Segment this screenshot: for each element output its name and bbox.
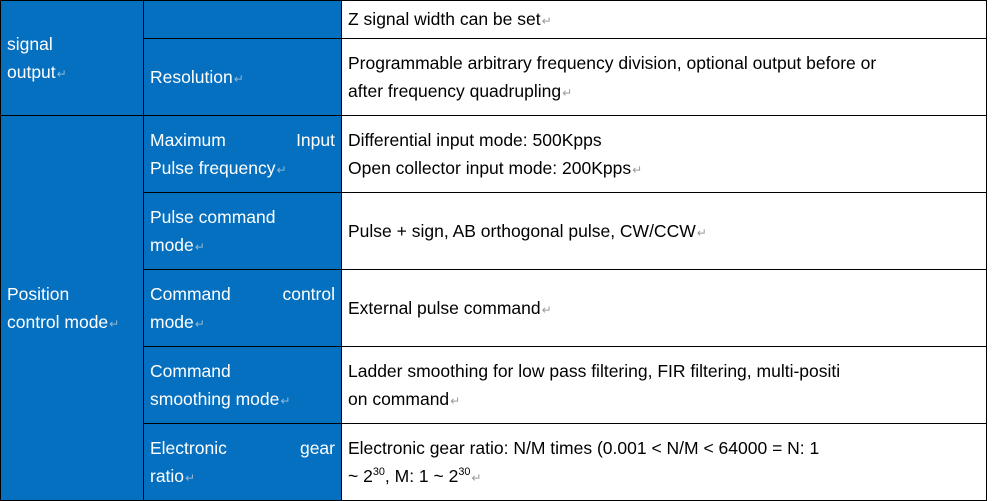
value-line: Electronic gear ratio: N/M times (0.001 …: [348, 437, 820, 458]
paragraph-mark-icon: ↵: [632, 163, 643, 177]
paragraph-mark-icon: ↵: [280, 394, 291, 408]
group-header-line-1: Position: [7, 283, 70, 304]
paragraph-mark-icon: ↵: [541, 14, 552, 29]
value-line: External pulse command↵: [348, 297, 552, 318]
label-line: Maximum Input: [150, 129, 335, 150]
label-line: mode↵: [150, 312, 205, 332]
label-line: smoothing mode↵: [150, 389, 291, 409]
label-line: Electronic gear: [150, 437, 335, 458]
row-label-resolution: Resolution↵: [143, 38, 342, 116]
group-header-line-2: output↵: [7, 62, 67, 82]
row-label-electronic-gear-ratio: Electronic gear ratio↵: [143, 423, 342, 501]
row-value-max-input-pulse-frequency: Differential input mode: 500Kpps Open co…: [341, 115, 987, 193]
value-line: ~ 230, M: 1 ~ 230↵: [348, 462, 980, 490]
table-row: Command control mode↵ External pulse com…: [1, 269, 987, 347]
paragraph-mark-icon: ↵: [194, 317, 205, 331]
paragraph-mark-icon: ↵: [56, 67, 67, 81]
value-line: Z signal width can be set↵: [348, 9, 552, 30]
paragraph-mark-icon: ↵: [194, 240, 205, 254]
row-value-resolution: Programmable arbitrary frequency divisio…: [341, 38, 987, 116]
label-line: Command: [150, 360, 231, 381]
row-label-max-input-pulse-frequency: Maximum Input Pulse frequency↵: [143, 115, 342, 193]
row-value-pulse-command-mode: Pulse + sign, AB orthogonal pulse, CW/CC…: [341, 192, 987, 270]
row-label-command-smoothing-mode: Command smoothing mode↵: [143, 346, 342, 424]
label-line: Pulse frequency↵: [150, 158, 287, 178]
group-header-position-control-mode: Position control mode↵: [0, 115, 144, 501]
paragraph-mark-icon: ↵: [276, 163, 287, 177]
table-row: Pulse command mode↵ Pulse + sign, AB ort…: [1, 192, 987, 270]
value-line: Programmable arbitrary frequency divisio…: [348, 52, 877, 73]
label-line: Pulse command: [150, 206, 276, 227]
table-row: Resolution↵ Programmable arbitrary frequ…: [1, 38, 987, 116]
label-line: ratio↵: [150, 466, 196, 486]
value-line: Differential input mode: 500Kpps: [348, 129, 602, 150]
value-line: Pulse + sign, AB orthogonal pulse, CW/CC…: [348, 220, 707, 241]
paragraph-mark-icon: ↵: [109, 317, 120, 331]
row-label-2-text: Resolution: [150, 66, 233, 87]
paragraph-mark-icon: ↵: [541, 302, 552, 317]
paragraph-mark-icon: ↵: [185, 471, 196, 485]
row-label-1: [143, 0, 342, 39]
value-line: Ladder smoothing for low pass filtering,…: [348, 360, 841, 381]
paragraph-mark-icon: ↵: [471, 471, 482, 485]
label-line: Command control: [150, 283, 335, 304]
paragraph-mark-icon: ↵: [233, 71, 244, 86]
group-header-line-2: control mode↵: [7, 312, 120, 332]
row-value-command-control-mode: External pulse command↵: [341, 269, 987, 347]
gear-line2-part-a: ~ 2: [348, 466, 373, 486]
row-value-1: Z signal width can be set↵: [341, 0, 987, 39]
paragraph-mark-icon: ↵: [562, 86, 573, 100]
table-row: Position control mode↵ Maximum Input Pul…: [0, 115, 987, 501]
gear-line2-part-b: , M: 1 ~ 2: [384, 466, 459, 486]
row-value-command-smoothing-mode: Ladder smoothing for low pass filtering,…: [341, 346, 987, 424]
row-value-electronic-gear-ratio: Electronic gear ratio: N/M times (0.001 …: [341, 423, 987, 501]
row-label-command-control-mode: Command control mode↵: [143, 269, 342, 347]
group-header-line-1: signal: [7, 33, 53, 54]
value-line: on command↵: [348, 389, 461, 409]
exponent-30: 30: [458, 466, 471, 479]
row-label-pulse-command-mode: Pulse command mode↵: [143, 192, 342, 270]
table-row: signal output↵ Z signal width can be set…: [0, 0, 987, 116]
value-line: after frequency quadrupling↵: [348, 81, 573, 101]
group-header-signal-output: signal output↵: [0, 0, 144, 116]
label-line: mode↵: [150, 235, 205, 255]
value-line: Open collector input mode: 200Kpps↵: [348, 158, 643, 178]
exponent-30: 30: [372, 466, 385, 479]
table-row: Electronic gear ratio↵ Electronic gear r…: [1, 423, 987, 501]
paragraph-mark-icon: ↵: [696, 225, 707, 240]
table-row: Command smoothing mode↵ Ladder smoothing…: [1, 346, 987, 424]
paragraph-mark-icon: ↵: [450, 394, 461, 408]
